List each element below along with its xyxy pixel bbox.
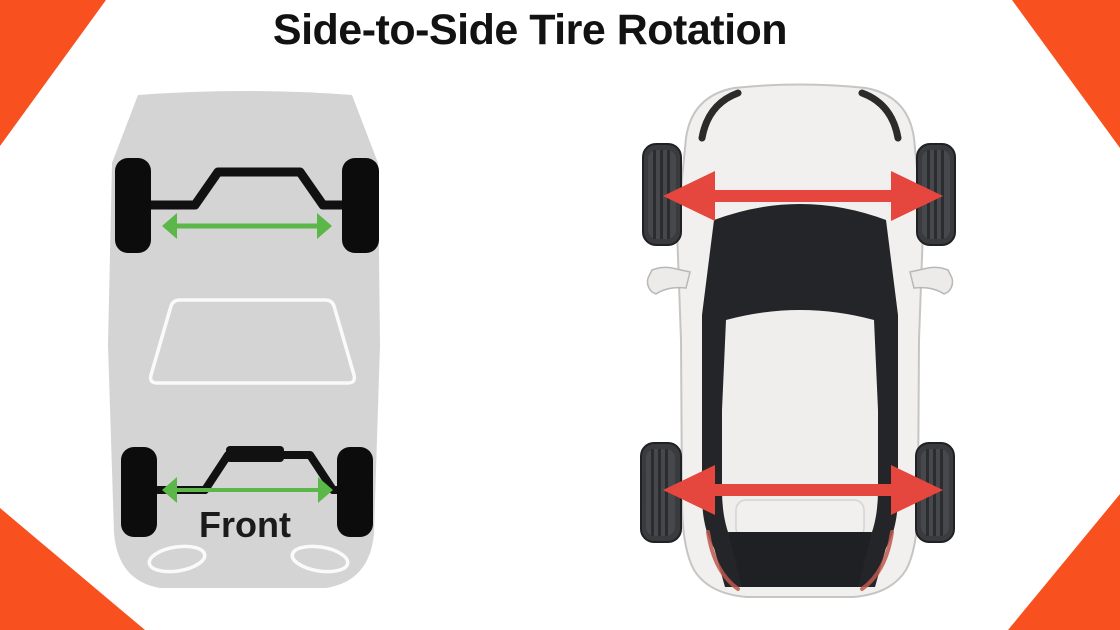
taillight-accent-left: [706, 530, 740, 591]
rear-window: [728, 532, 872, 587]
tire-rear-left: [640, 442, 682, 543]
tire-front-right: [337, 447, 373, 537]
headlight-accents: [698, 89, 902, 142]
taillight-accents: [706, 530, 894, 591]
tire-front-left: [642, 143, 682, 246]
tire-rear-left: [115, 158, 151, 253]
taillight-accent-right: [860, 530, 894, 591]
headlight-outline-right: [290, 544, 350, 574]
red-rotation-arrows: [663, 171, 943, 515]
mirror-left: [646, 266, 691, 295]
front-label: Front: [199, 504, 291, 545]
corner-accent-bottom-right: [1008, 494, 1120, 630]
steering-rack-bar: [226, 446, 284, 462]
photo-car-diagram: [640, 83, 956, 598]
rear-rotation-arrow: [162, 213, 332, 239]
front-rotation-arrow: [663, 171, 943, 221]
headlight-outline-left: [147, 544, 207, 574]
headlight-outlines: [147, 544, 350, 574]
tire-rear-right: [342, 158, 379, 253]
tire-rear-right: [915, 442, 955, 543]
front-rotation-arrow: [162, 477, 333, 503]
rear-rotation-arrow: [663, 465, 943, 515]
headlight-accent-left: [698, 89, 742, 142]
headlight-accent-right: [858, 89, 902, 142]
tire-front-left: [121, 447, 157, 537]
side-mirrors: [646, 266, 954, 295]
mirror-right: [909, 266, 954, 295]
page-title: Side-to-Side Tire Rotation: [272, 6, 788, 54]
schematic-car-diagram: Front: [108, 91, 380, 588]
green-rotation-arrows: [162, 213, 333, 503]
windshield-outline: [148, 298, 357, 385]
rear-axle: [146, 167, 347, 210]
